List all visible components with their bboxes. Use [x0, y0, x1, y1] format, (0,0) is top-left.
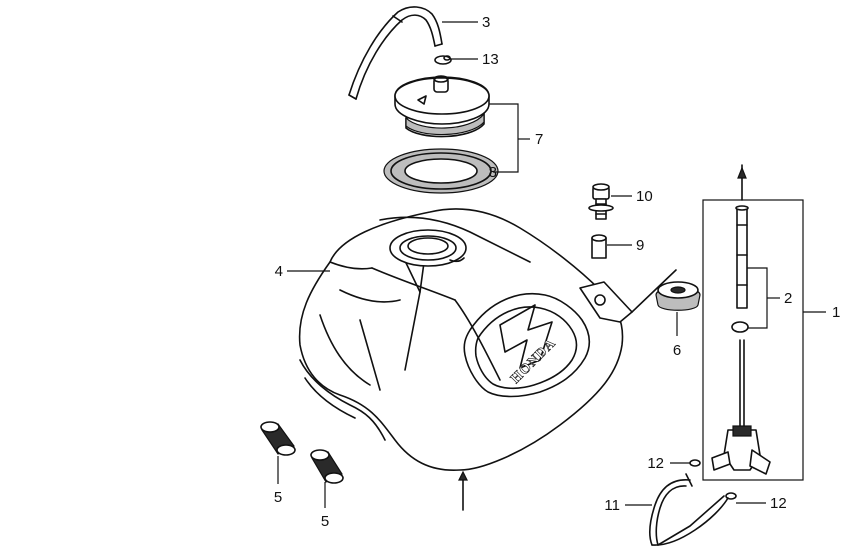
callout-7: 7 — [535, 131, 543, 148]
callout-9: 9 — [636, 237, 644, 254]
callout-2: 2 — [784, 290, 792, 307]
mounting-bolt — [588, 183, 614, 220]
callout-12-lower: 12 — [770, 495, 787, 512]
callout-4: 4 — [275, 263, 283, 280]
grommet — [655, 281, 701, 311]
callout-5-right: 5 — [321, 513, 329, 530]
callout-11: 11 — [604, 497, 620, 514]
tube-clip-2 — [725, 492, 737, 500]
callout-5-left: 5 — [274, 489, 282, 506]
breather-tube — [348, 6, 443, 100]
callout-6: 6 — [673, 342, 681, 359]
hose-clip — [434, 55, 452, 65]
callout-3: 3 — [482, 14, 490, 31]
rubber-cushion-1 — [260, 421, 296, 456]
fuel-tube — [649, 473, 729, 546]
leader-lines — [277, 21, 826, 508]
collar — [591, 234, 607, 259]
fuel-valve-assembly — [702, 164, 804, 481]
rubber-cushion-2 — [310, 449, 344, 484]
callout-13: 13 — [482, 51, 499, 68]
callout-10: 10 — [636, 188, 653, 205]
fuel-cap — [394, 75, 490, 138]
cap-gasket — [383, 148, 499, 194]
callout-8: 8 — [489, 164, 497, 181]
reference-arrow — [458, 470, 468, 511]
callout-labels: 3 13 7 8 4 10 9 6 2 1 5 5 12 12 11 — [274, 14, 841, 530]
callout-1: 1 — [832, 304, 840, 321]
callout-12-upper: 12 — [647, 455, 664, 472]
fuel-tank: HONDA — [298, 208, 677, 471]
tube-clip-1 — [689, 459, 701, 467]
